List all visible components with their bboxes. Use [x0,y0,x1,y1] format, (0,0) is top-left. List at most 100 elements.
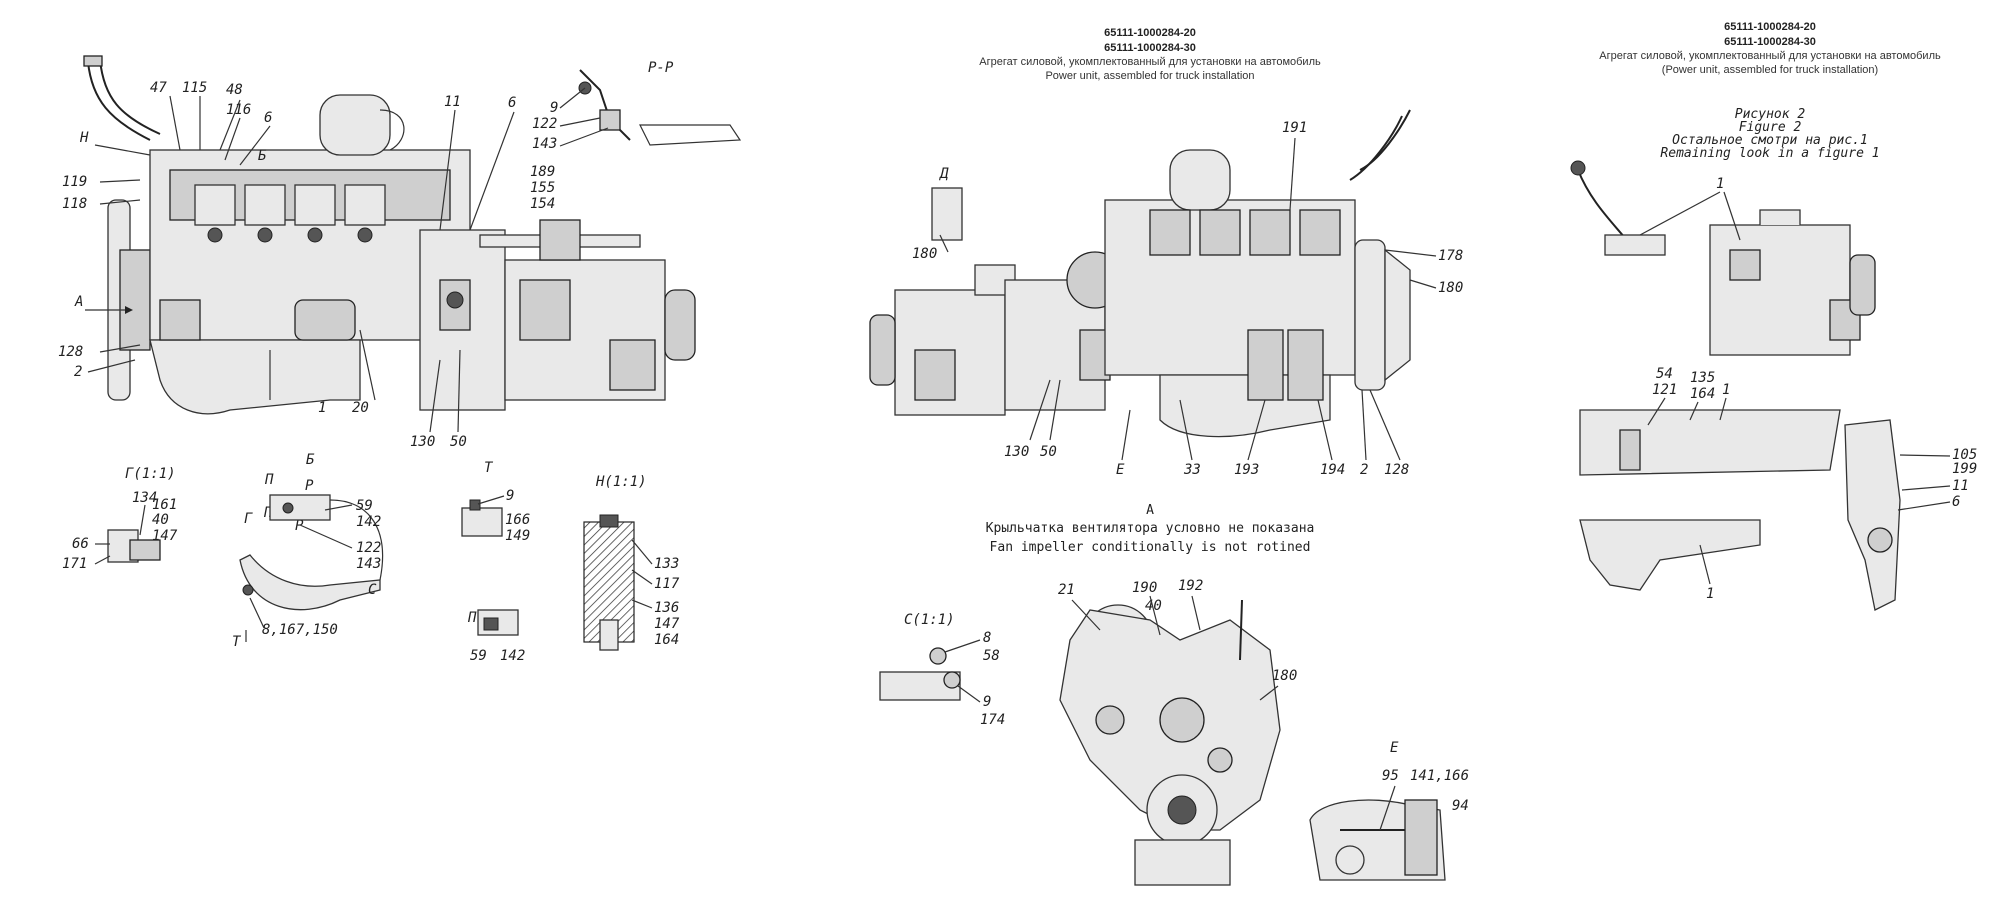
detail-s: С(1:1) 8 58 9 174 [879,612,1005,728]
view-d-title: Д [939,166,949,182]
callout-bC: С [368,582,377,598]
detail-n-title: Н(1:1) [595,474,647,490]
section-pp-title: Р-Р [648,60,674,76]
view-t: Т 9 166 149 [461,460,530,544]
left-leader-lines [85,95,515,433]
cylinder-heads [194,184,386,243]
title-en-right: (Power unit, assembled for truck install… [1662,64,1878,76]
engine-side-view-left [83,55,696,415]
callout-n136: 136 [654,600,679,616]
callout-122: 122 [532,116,557,132]
label-G: Г [244,511,253,527]
callout-r1a: 1 [1716,176,1724,192]
callout-r1b: 1 [1722,382,1730,398]
callout-r1c: 1 [1706,586,1714,602]
callout-r135: 135 [1690,370,1715,386]
callout-g171: 171 [62,556,87,572]
callout-20: 20 [352,400,369,416]
callout-b143: 143 [356,556,381,572]
callout-154: 154 [530,196,555,212]
callout-B: Б [258,148,267,164]
callout-n117: 117 [654,576,680,592]
callout-130: 130 [410,434,435,450]
label-R2: Р [295,518,304,534]
callout-180-front: 180 [1272,668,1297,684]
title-ru-right: Агрегат силовой, укомплектованный для ус… [1599,50,1941,62]
figure-title-en: Figure 2 [1739,120,1802,135]
callout-r54: 54 [1656,366,1673,382]
callout-r105: 105 [1952,447,1977,463]
see-figure-note-en: Remaining look in a figure 1 [1660,146,1879,161]
detail-b: Б П Р Г П Р 59 142 122 143 С 8,167,150 Т [232,452,384,650]
callout-s174: 174 [980,712,1005,728]
detail-n: Н(1:1) 133 117 136 147 164 [583,474,680,651]
callout-t9: 9 [506,488,514,504]
callout-118: 118 [62,196,87,212]
callout-190: 190 [1132,580,1157,596]
engine-side-view-center: Д 180 191 178 180 [869,109,1463,478]
callout-1: 1 [318,400,326,416]
part-code-20: 65111-1000284-20 [1104,27,1196,39]
callout-A: А [74,294,83,310]
callout-g66: 66 [72,536,89,552]
callout-r11: 11 [1952,478,1969,494]
callout-33: 33 [1183,462,1201,478]
callout-r164: 164 [1690,386,1715,402]
callout-50-center: 50 [1040,444,1057,460]
section-pp: Р-Р [559,60,742,147]
detail-b-title: Б [306,452,315,468]
callout-143: 143 [532,136,557,152]
callout-t149: 149 [505,528,530,544]
title-en: Power unit, assembled for truck installa… [1045,70,1254,82]
callout-bT: Т [232,634,242,650]
callout-128-center: 128 [1384,462,1409,478]
callout-6b: 6 [508,95,516,111]
view-a-letter: А [1146,503,1154,518]
callout-b59: 59 [356,498,373,514]
callout-21: 21 [1058,582,1075,598]
left-callouts: 47 115 48 116 6 Н Б 119 118 11 6 9 122 1… [58,80,558,450]
callout-178: 178 [1438,248,1463,264]
callout-48: 48 [226,82,243,98]
header-center: 65111-1000284-20 65111-1000284-30 Агрега… [979,27,1321,82]
view-e: Е 95 141,166 94 [1309,740,1469,881]
callout-t166: 166 [505,512,530,528]
see-figure-note-ru: Остальное смотри на рис.1 [1672,133,1868,148]
title-ru: Агрегат силовой, укомплектованный для ус… [979,56,1321,68]
callout-192: 192 [1178,578,1203,594]
callout-n147: 147 [654,616,680,632]
callout-b8167150: 8,167,150 [262,622,338,638]
callout-g147: 147 [152,528,178,544]
callout-p142: 142 [500,648,525,664]
callout-193: 193 [1234,462,1259,478]
callout-H: Н [79,130,89,146]
part-code-30: 65111-1000284-30 [1104,42,1196,54]
callout-r6: 6 [1952,494,1960,510]
view-t-title: Т [484,460,494,476]
view-a-caption: А Крыльчатка вентилятора условно не пока… [986,503,1315,555]
callout-g40: 40 [152,512,169,528]
callout-116: 116 [226,102,251,118]
part-code-20-right: 65111-1000284-20 [1724,21,1816,33]
label-P1: П [264,472,274,488]
callout-155: 155 [530,180,555,196]
callout-194: 194 [1320,462,1345,478]
label-R1: Р [305,478,314,494]
view-e-title: Е [1390,740,1399,756]
callout-s8: 8 [983,630,991,646]
callout-2: 2 [74,364,82,380]
callout-189: 189 [530,164,555,180]
callout-g161: 161 [152,497,177,513]
detail-g: Г(1:1) 134 161 40 147 66 171 [62,466,178,572]
detail-s-title: С(1:1) [904,612,955,628]
callout-2-center: 2 [1360,462,1368,478]
callout-r199: 199 [1952,461,1977,477]
header-right: 65111-1000284-20 65111-1000284-30 Агрега… [1599,21,1941,161]
right-figure-views: 1 54 121 135 164 1 1 105 199 11 6 [1570,160,1977,611]
callout-9: 9 [550,100,558,116]
callout-40-front: 40 [1145,598,1162,614]
callout-r121: 121 [1652,382,1677,398]
callout-g134: 134 [132,490,157,506]
part-code-30-right: 65111-1000284-30 [1724,36,1816,48]
callout-47: 47 [150,80,167,96]
